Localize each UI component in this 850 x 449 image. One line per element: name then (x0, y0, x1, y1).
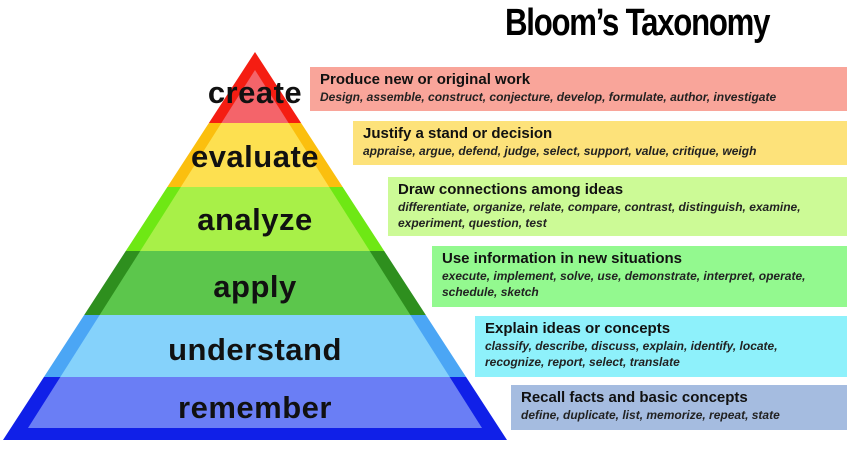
description-verbs: Design, assemble, construct, conjecture,… (320, 90, 777, 104)
level-label-remember: remember (178, 390, 332, 425)
description-heading: Recall facts and basic concepts (521, 389, 748, 406)
level-label-analyze: analyze (197, 202, 313, 237)
level-label-apply: apply (213, 269, 297, 304)
description-box-analyze: Draw connections among ideas differentia… (388, 177, 847, 236)
page-title: Bloom’s Taxonomy (505, 2, 771, 44)
pyramid-band-evaluate (180, 123, 330, 187)
description-heading: Produce new or original work (320, 71, 531, 88)
description-verbs: define, duplicate, list, memorize, repea… (521, 408, 780, 422)
description-heading: Use information in new situations (442, 250, 683, 267)
description-verbs: appraise, argue, defend, judge, select, … (363, 144, 757, 158)
description-heading: Explain ideas or concepts (485, 320, 671, 337)
pyramid-band-analyze (140, 187, 370, 251)
description-box-evaluate: Justify a stand or decision appraise, ar… (353, 121, 847, 165)
pyramid-band-remember (28, 377, 482, 428)
pyramid-band-create (221, 70, 289, 123)
level-label-evaluate: evaluate (190, 139, 320, 174)
pyramid-band-understand (60, 315, 450, 377)
description-verbs: differentiate, organize, relate, compare… (398, 200, 801, 230)
description-box-apply: Use information in new situations execut… (432, 246, 847, 307)
description-box-remember: Recall facts and basic concepts define, … (511, 385, 847, 430)
level-label-understand: understand (168, 332, 342, 367)
description-verbs: execute, implement, solve, use, demonstr… (442, 269, 806, 299)
description-box-understand: Explain ideas or concepts classify, desc… (475, 316, 847, 377)
level-label-create: create (207, 75, 303, 110)
description-box-create: Produce new or original work Design, ass… (310, 67, 847, 111)
description-heading: Justify a stand or decision (363, 125, 553, 142)
pyramid-band-apply (99, 251, 411, 315)
description-heading: Draw connections among ideas (398, 181, 624, 198)
description-verbs: classify, describe, discuss, explain, id… (485, 339, 778, 369)
